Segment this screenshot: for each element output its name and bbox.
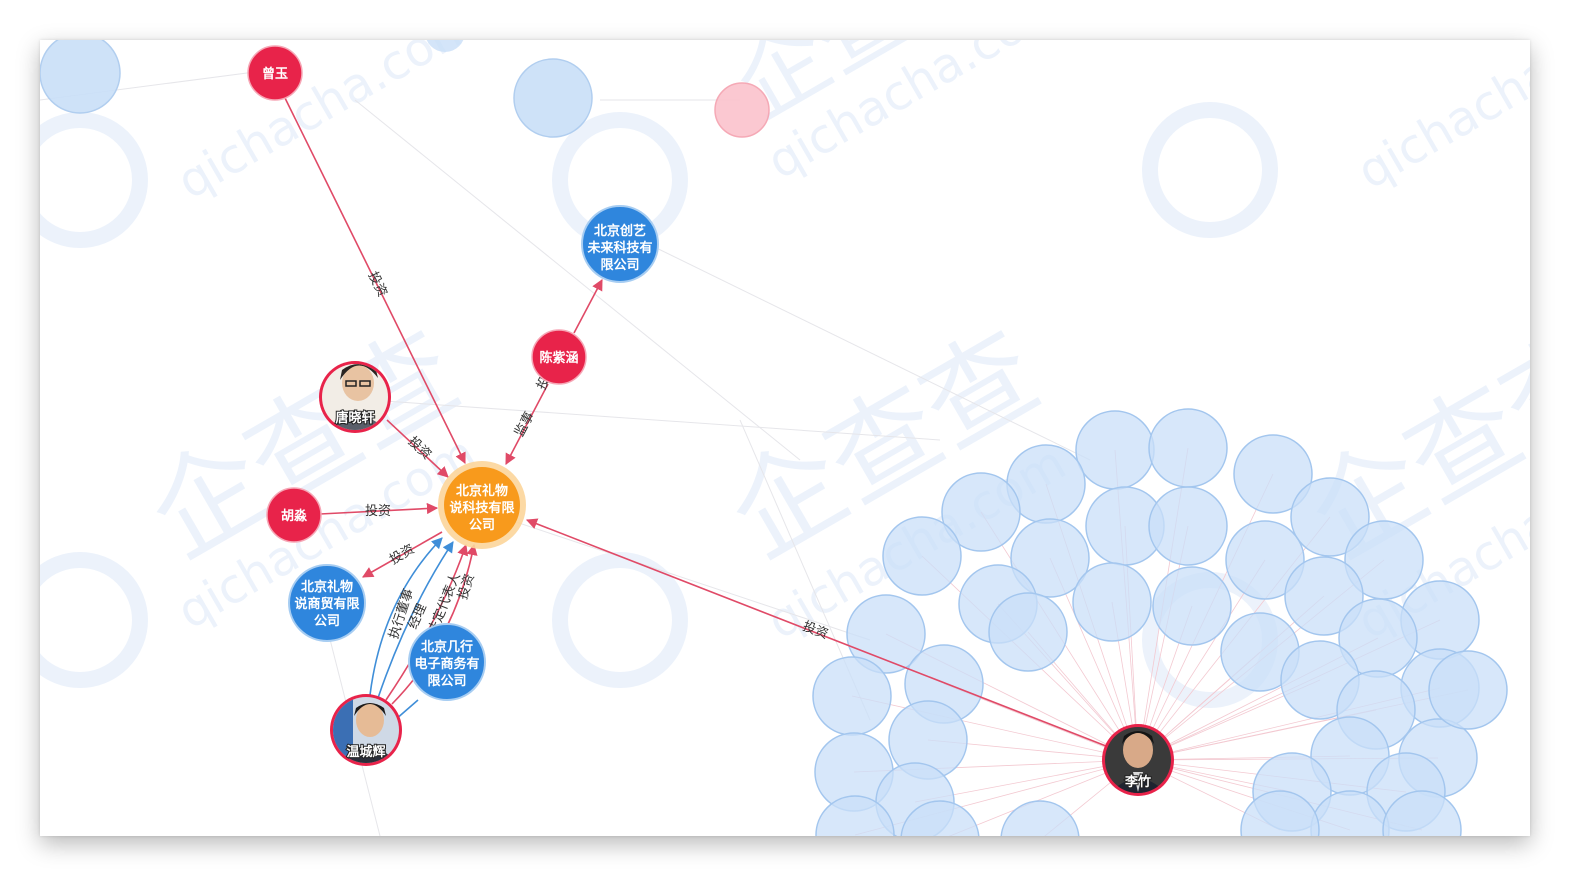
edge-label: 投资 xyxy=(455,572,478,602)
background-node-cluster xyxy=(812,408,1508,836)
company-node-chuangyi[interactable]: 北京创艺 未来科技有 限公司 xyxy=(581,205,659,283)
faded-company-node[interactable] xyxy=(815,795,895,836)
node-label-line: 限公司 xyxy=(427,674,466,689)
background-edge xyxy=(851,695,1139,761)
edge-chen-chuangyi[interactable] xyxy=(573,279,603,334)
company-node-jihang[interactable]: 北京几行 电子商务有 限公司 xyxy=(408,623,486,701)
company-node-shangmao[interactable]: 北京礼物 说商贸有限 公司 xyxy=(288,564,366,642)
node-label-line: 北京创艺 xyxy=(594,223,646,239)
faded-company-node[interactable] xyxy=(1000,800,1080,836)
node-label-line: 说科技有限 xyxy=(449,500,515,516)
faded-company-node[interactable] xyxy=(846,594,926,674)
watermark-domain-text: qichacha.com xyxy=(168,40,485,210)
edge-wen-legal[interactable] xyxy=(385,543,468,701)
faded-company-node[interactable] xyxy=(1240,790,1320,836)
node-label-line: 说商贸有限 xyxy=(294,596,360,612)
node-label-line: 北京几行 xyxy=(421,639,473,655)
edge-lizhu-center[interactable] xyxy=(525,518,1107,747)
background-edge xyxy=(1137,525,1189,761)
node-label-line: 公司 xyxy=(469,518,495,533)
faded-company-node[interactable] xyxy=(425,40,465,52)
node-label-line: 公司 xyxy=(314,614,340,629)
faded-company-node[interactable] xyxy=(988,592,1068,672)
node-label: 胡淼 xyxy=(281,508,308,524)
person-node-tangxiaoxuan[interactable]: 唐晓轩 xyxy=(319,361,391,433)
faded-company-node[interactable] xyxy=(40,40,121,114)
person-node-humiao[interactable]: 胡淼 xyxy=(266,487,322,543)
edge-chen-center[interactable] xyxy=(505,383,549,465)
edge-center-shangmao[interactable] xyxy=(362,531,443,578)
node-label-line: 未来科技有 xyxy=(586,240,652,256)
faded-company-node[interactable] xyxy=(1148,486,1228,566)
edge-label: 监事 xyxy=(512,409,537,439)
node-label-line: 电子商务有 xyxy=(414,656,479,672)
person-node-wenchenghui[interactable]: 温城辉 xyxy=(330,694,402,766)
center-company-node[interactable]: 北京礼物 说科技有限 公司 xyxy=(438,461,526,549)
faded-company-node[interactable] xyxy=(1152,566,1232,646)
person-node-chenziyan[interactable]: 陈紫涵 xyxy=(531,329,587,385)
edge-wen-manager[interactable] xyxy=(377,541,454,699)
node-label-line: 限公司 xyxy=(600,258,639,273)
node-label-line: 北京礼物 xyxy=(456,483,508,499)
faded-company-node[interactable] xyxy=(513,58,593,138)
edge-tang-center[interactable] xyxy=(386,419,449,478)
faded-company-node[interactable] xyxy=(1225,520,1305,600)
faded-company-node[interactable] xyxy=(1284,556,1364,636)
watermark-domain-text: qichacha.com xyxy=(1348,40,1530,200)
person-node-zengyu[interactable]: 曾玉 xyxy=(247,45,303,101)
node-label-line: 北京礼物 xyxy=(301,579,353,595)
edge-label: 投资 xyxy=(365,503,391,519)
faded-person-node[interactable] xyxy=(714,82,770,138)
edge-wen-exec[interactable] xyxy=(369,537,443,696)
faded-company-node[interactable] xyxy=(1290,477,1370,557)
faded-company-node[interactable] xyxy=(941,472,1021,552)
node-label: 李竹 xyxy=(1124,774,1151,790)
faded-company-node[interactable] xyxy=(1233,434,1313,514)
avatar xyxy=(1105,727,1171,793)
node-label: 陈紫涵 xyxy=(539,350,578,366)
edge-zengyu-center[interactable] xyxy=(284,97,466,465)
person-node-lizhu[interactable]: 李竹 xyxy=(1102,724,1174,796)
faded-company-node[interactable] xyxy=(1428,650,1508,730)
edge-label: 投资 xyxy=(365,269,391,299)
faded-company-node[interactable] xyxy=(1382,790,1462,836)
faded-company-node[interactable] xyxy=(882,516,962,596)
edge-humiao-center[interactable] xyxy=(319,502,439,515)
faded-company-node[interactable] xyxy=(900,800,980,836)
node-label: 曾玉 xyxy=(262,66,288,82)
node-label: 温城辉 xyxy=(346,744,385,760)
faded-company-node[interactable] xyxy=(812,656,892,736)
edge-label: 投资 xyxy=(387,541,418,568)
node-label: 唐晓轩 xyxy=(335,410,374,426)
faded-company-node[interactable] xyxy=(1072,562,1152,642)
avatar xyxy=(333,697,399,763)
faded-company-node[interactable] xyxy=(1148,408,1228,488)
faded-company-node[interactable] xyxy=(1075,410,1155,490)
graph-canvas[interactable]: 企查查 企查查 企查查 企查查 qichacha.com qichacha.co… xyxy=(40,40,1530,836)
faded-company-node[interactable] xyxy=(1010,518,1090,598)
